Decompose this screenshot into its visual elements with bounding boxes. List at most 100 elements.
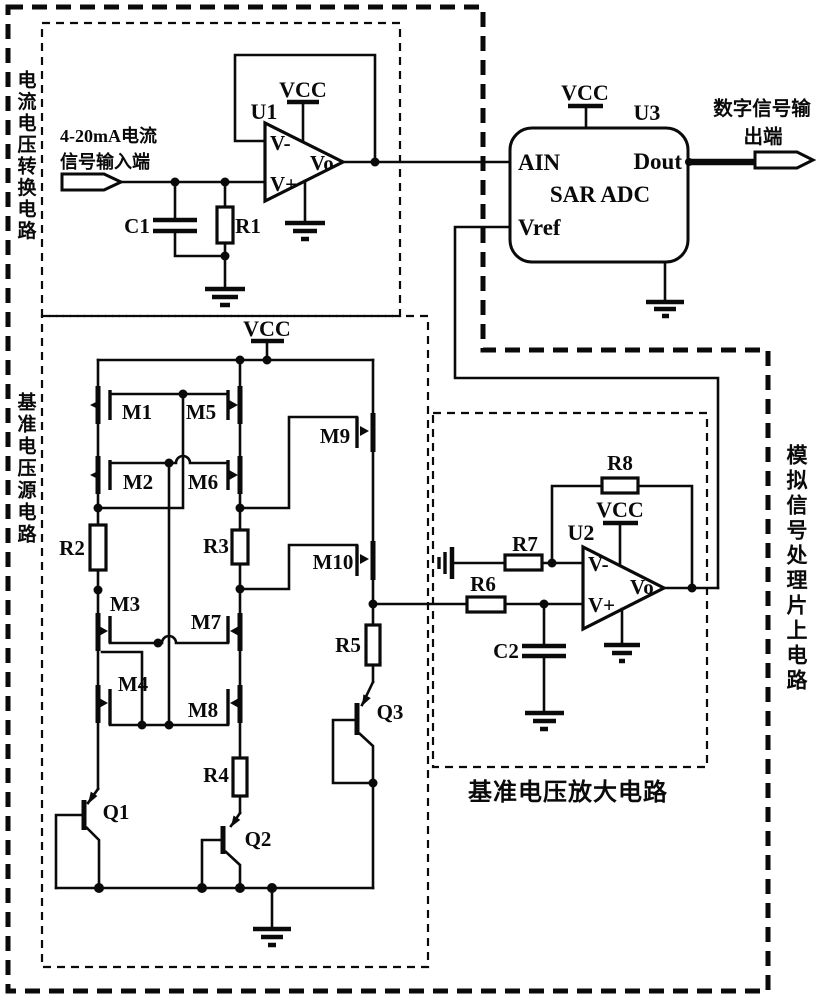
ground-symbol-u1 (285, 220, 325, 242)
capacitor-c1 (153, 180, 227, 258)
transistor-m10 (355, 541, 376, 580)
resistor-r4 (231, 756, 249, 798)
u3-vcc-label: VCC (561, 80, 609, 105)
q3-label: Q3 (377, 700, 404, 724)
output-terminal-icon (753, 150, 817, 170)
transistor-m7 (226, 613, 243, 651)
current-voltage-box (40, 21, 402, 318)
r7-label: R7 (512, 532, 538, 556)
ground-symbol-u2 (604, 642, 640, 664)
ref-vcc-label: VCC (243, 316, 291, 341)
u1-vcc-label: VCC (279, 77, 327, 102)
m7-label: M7 (191, 610, 221, 634)
reference-voltage-source-circuit: VCC M1 M2 M5 (54, 316, 404, 948)
r8-feedback-wire (550, 484, 604, 565)
adc-ain-pin-label: AIN (518, 150, 561, 175)
input-terminal-icon (60, 172, 125, 192)
label-current-voltage-converter: 电流电压转换电路 (15, 69, 37, 242)
m3-label: M3 (110, 592, 140, 616)
current-voltage-converter-circuit: 4-20mA电流 信号输入端 C1 R1 (60, 53, 512, 308)
input-terminal-label2: 信号输入端 (60, 151, 150, 172)
ground-symbol-u3 (646, 299, 684, 319)
label-analog-onchip: 模拟信号处理片上电路 (784, 443, 809, 694)
r4-label: R4 (203, 763, 229, 787)
q2-label: Q2 (245, 827, 272, 851)
u1-noninverting-label: V+ (270, 172, 297, 196)
resistor-r2 (88, 523, 108, 572)
m10-gate-wire (238, 543, 359, 591)
resistor-r8 (600, 476, 640, 495)
u1-feedback-wire (233, 53, 377, 164)
m2-label: M2 (123, 470, 153, 494)
adc-body (508, 126, 690, 264)
capacitor-c2 (522, 602, 566, 714)
label-reference-voltage-source: 基准电压源电路 (15, 391, 38, 546)
c2-label: C2 (493, 639, 519, 663)
region-boundaries (5, 4, 771, 994)
resistor-r3 (230, 528, 250, 566)
transistor-m6 (226, 456, 243, 494)
resistor-r7 (503, 553, 544, 572)
opamp-u2 (581, 520, 720, 664)
m10-label: M10 (313, 550, 354, 574)
adc-name-label: SAR ADC (550, 182, 650, 207)
transistor-m5 (226, 386, 243, 424)
u2-ref-label: U2 (568, 520, 595, 545)
opamp-u1 (233, 53, 512, 242)
c1-label: C1 (124, 214, 150, 238)
transistor-q2 (200, 811, 242, 890)
q1-label: Q1 (103, 800, 130, 824)
r1-label: R1 (235, 214, 261, 238)
transistor-m3 (95, 613, 112, 651)
r3-label: R3 (203, 534, 229, 558)
input-terminal-label: 4-20mA电流 (60, 125, 157, 146)
sar-adc-circuit: VCC U3 AIN Dout SAR ADC Vref 数字信号输 出端 (453, 80, 817, 590)
reference-voltage-amplifier-circuit: R6 R7 R8 C2 (371, 451, 720, 732)
resistor-r6 (465, 595, 507, 614)
ground-symbol-r1 (205, 286, 245, 308)
u1-output-label: Vo (310, 151, 334, 175)
label-reference-voltage-amplifier: 基准电压放大电路 (468, 778, 668, 806)
ground-symbol-c2 (525, 710, 564, 732)
adc-vref-pin-label: Vref (518, 215, 561, 240)
transistor-m9 (355, 413, 376, 452)
output-terminal-label2: 出端 (743, 125, 783, 148)
m6-label: M6 (188, 470, 218, 494)
m9-gate-wire (238, 415, 359, 510)
u2-output-label: Vo (630, 575, 654, 599)
vref-wire (453, 225, 720, 590)
transistor-q1 (54, 787, 101, 890)
m1-label: M1 (122, 400, 152, 424)
m5-label: M5 (186, 400, 216, 424)
outer-dashed-boundary (5, 4, 771, 994)
u3-ref-label: U3 (634, 100, 661, 125)
resistor-r5 (364, 623, 382, 667)
u2-vcc-label: VCC (596, 497, 644, 522)
transistor-q3 (331, 680, 375, 890)
u1-ref-label: U1 (251, 99, 278, 124)
transistor-m1 (90, 386, 112, 424)
u1-inverting-label: V- (270, 131, 291, 155)
r2-label: R2 (59, 536, 85, 560)
ground-symbol-ref (253, 926, 291, 948)
transistor-m4 (95, 685, 112, 725)
reference-amplifier-box (431, 411, 709, 769)
r5-label: R5 (335, 633, 361, 657)
transistor-m2 (90, 456, 112, 494)
opamp-u2-triangle (581, 544, 668, 632)
m3-source-branch (100, 650, 144, 727)
transistor-m8 (226, 685, 243, 725)
m8-label: M8 (188, 698, 218, 722)
adc-dout-pin-label: Dout (633, 149, 682, 174)
m9-label: M9 (320, 424, 350, 448)
resistor-r1 (215, 180, 235, 290)
ground-symbol-r7 (437, 547, 455, 579)
m4-label: M4 (118, 672, 149, 696)
u2-inverting-label: V- (588, 552, 609, 576)
r8-label: R8 (607, 451, 633, 475)
bias-wire-a (96, 392, 185, 510)
r6-label: R6 (470, 572, 496, 596)
u2-noninverting-label: V+ (588, 593, 615, 617)
